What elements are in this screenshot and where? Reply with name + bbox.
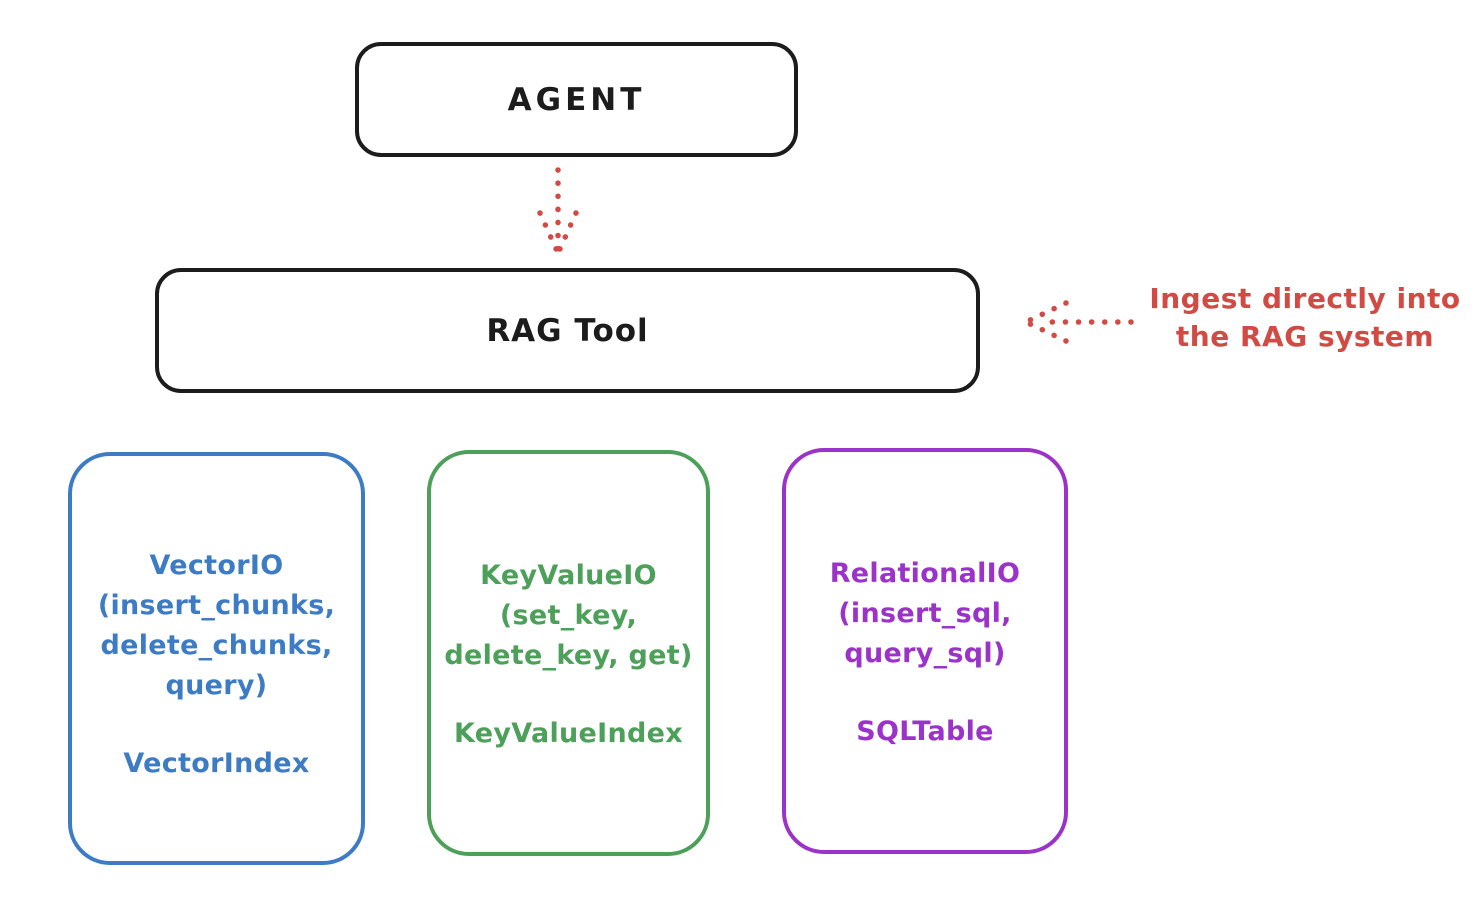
io-line: RelationalIO — [829, 558, 1021, 589]
io-line: delete_key, get) — [444, 640, 693, 671]
relationalio-box: RelationalIO (insert_sql, query_sql) SQL… — [782, 448, 1068, 854]
io-line: (insert_chunks, — [97, 590, 336, 621]
agent-label: AGENT — [507, 81, 646, 118]
dotted-arrow-left-icon — [1023, 300, 1134, 344]
agent-box: AGENT — [355, 42, 798, 157]
io-line: KeyValueIO — [480, 560, 657, 591]
relationalio-index-label: SQLTable — [856, 716, 994, 747]
io-line: query) — [165, 670, 268, 701]
keyvalueio-box: KeyValueIO (set_key, delete_key, get) Ke… — [427, 450, 710, 856]
vectorio-index-label: VectorIndex — [123, 748, 310, 779]
vectorio-methods: VectorIO (insert_chunks, delete_chunks, … — [98, 546, 335, 706]
io-line: (insert_sql, — [838, 598, 1012, 629]
annotation-line: Ingest directly into — [1149, 282, 1461, 315]
ingest-annotation: Ingest directly into the RAG system — [1135, 280, 1475, 356]
annotation-line: the RAG system — [1175, 320, 1435, 353]
io-line: (set_key, — [499, 600, 638, 631]
io-line: delete_chunks, — [100, 630, 333, 661]
vectorio-box: VectorIO (insert_chunks, delete_chunks, … — [68, 452, 365, 865]
rag-tool-label: RAG Tool — [486, 312, 649, 349]
keyvalueio-methods: KeyValueIO (set_key, delete_key, get) — [444, 556, 692, 676]
relationalio-methods: RelationalIO (insert_sql, query_sql) — [830, 554, 1021, 674]
keyvalueio-index-label: KeyValueIndex — [453, 718, 683, 749]
rag-tool-box: RAG Tool — [155, 268, 980, 393]
dotted-arrow-down-icon — [537, 167, 579, 254]
io-line: query_sql) — [844, 638, 1006, 669]
io-line: VectorIO — [149, 550, 284, 581]
